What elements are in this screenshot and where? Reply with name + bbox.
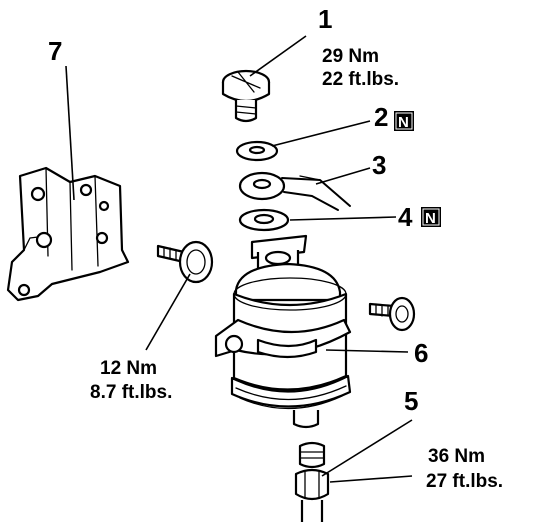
- callout-1-torque-ftlbs: 22 ft.lbs.: [322, 69, 399, 90]
- callout-5-torque-nm: 36 Nm: [428, 446, 485, 467]
- gasket-part-4: [238, 208, 290, 232]
- callout-3-number: 3: [372, 150, 386, 180]
- bracket-bolt-right: [368, 296, 416, 332]
- bracket-part-7: [6, 166, 130, 302]
- callout-4-badge-letter: N: [425, 210, 436, 227]
- callout-6-number: 6: [414, 338, 428, 368]
- banjo-fitting-part-3: [238, 171, 351, 211]
- callout-2-new-part-badge: N: [394, 111, 414, 131]
- callout-4-number: 4: [398, 202, 413, 232]
- callout-7-number: 7: [48, 36, 62, 66]
- callout-5-number: 5: [404, 386, 418, 416]
- callout-1-torque-nm: 29 Nm: [322, 46, 379, 67]
- callout-2-badge-letter: N: [398, 114, 409, 131]
- bracket-bolt-torque-ftlbs: 8.7 ft.lbs.: [90, 382, 172, 403]
- fuel-filter-part-6: [214, 234, 352, 429]
- flare-nut-part-5: [294, 441, 330, 522]
- callout-5-torque-ftlbs: 27 ft.lbs.: [426, 471, 503, 492]
- callout-1-number: 1: [318, 4, 332, 34]
- callout-2-number: 2: [374, 102, 388, 132]
- callout-4-new-part-badge: N: [421, 207, 441, 227]
- bracket-bolt-left: [156, 240, 214, 284]
- banjo-bolt-part-1: [221, 69, 271, 123]
- gasket-part-2: [235, 140, 279, 162]
- bracket-bolt-torque-nm: 12 Nm: [100, 358, 157, 379]
